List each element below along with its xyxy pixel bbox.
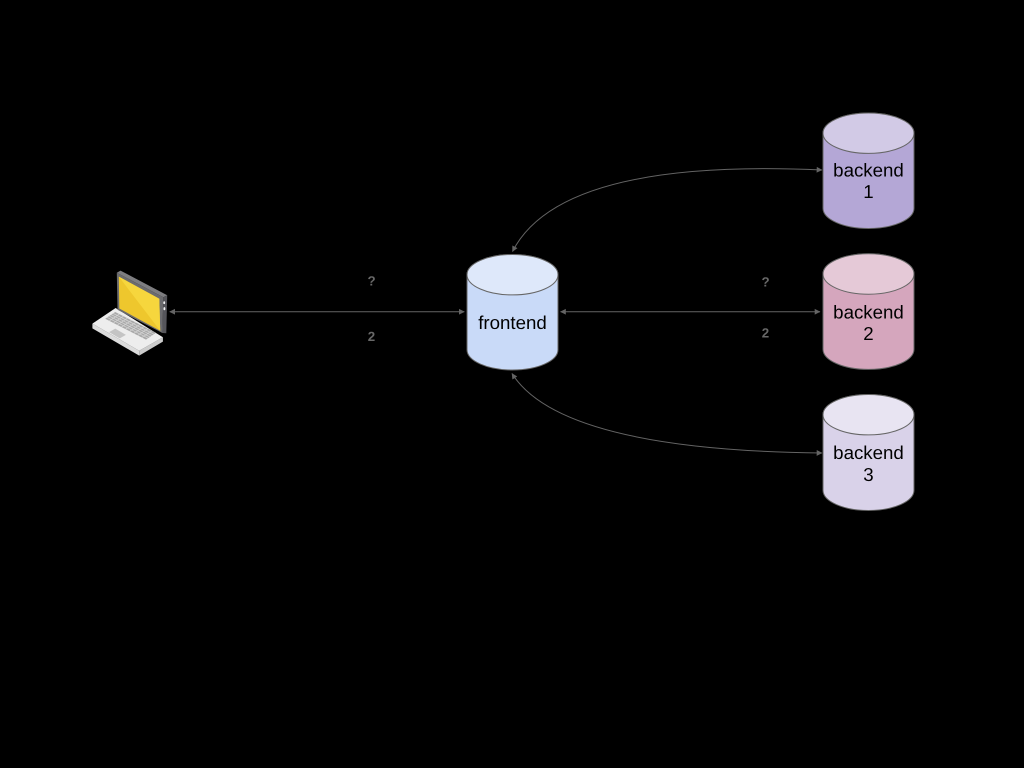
svg-text:1: 1 (863, 181, 873, 202)
svg-text:frontend: frontend (478, 312, 547, 333)
svg-text:2: 2 (863, 323, 873, 344)
svg-text:2: 2 (368, 329, 375, 344)
svg-text:?: ? (761, 274, 769, 289)
svg-text:3: 3 (863, 464, 873, 485)
svg-text:backend: backend (833, 160, 904, 181)
svg-text:2: 2 (762, 326, 769, 341)
svg-text:?: ? (367, 273, 375, 288)
svg-text:backend: backend (833, 442, 904, 463)
svg-text:backend: backend (833, 301, 904, 322)
